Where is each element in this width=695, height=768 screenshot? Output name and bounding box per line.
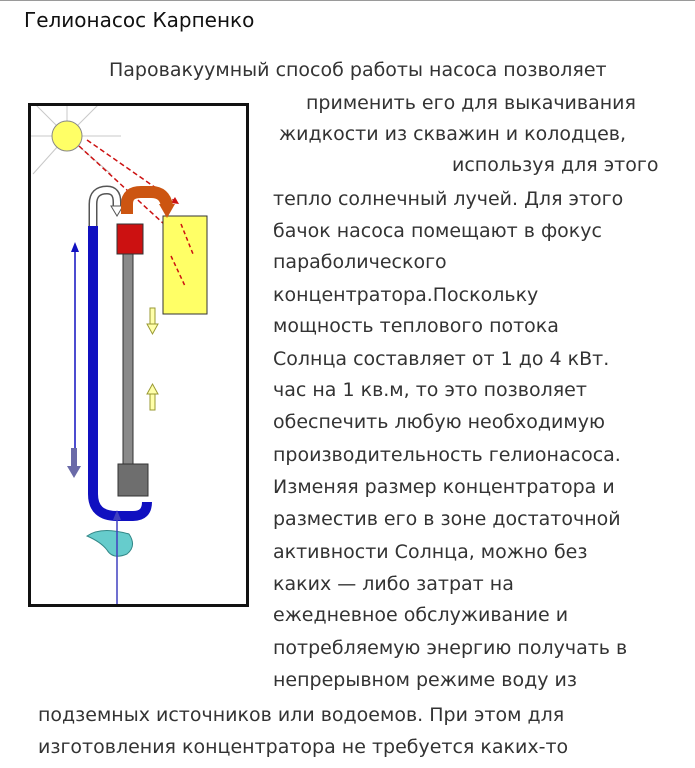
text-line: используя для этого — [452, 154, 659, 176]
top-divider — [0, 0, 695, 1]
text-line: Паровакуумный способ работы насоса позво… — [109, 59, 607, 81]
text-line: разместив его в зоне достаточной — [273, 508, 621, 530]
intake-swirl-icon — [85, 530, 133, 557]
lower-chamber — [117, 463, 149, 497]
beam-reflection — [180, 223, 194, 255]
heat-outlet-pipe — [121, 186, 173, 214]
text-line: концентратора.Поскольку — [273, 284, 539, 306]
heat-arrow-icon — [159, 204, 175, 218]
text-line: жидкости из скважин и колодцев, — [279, 123, 627, 145]
text-line: каких — либо затрат на — [273, 573, 514, 595]
text-line: подземных источников или водоемов. При э… — [38, 704, 565, 726]
beam-reflection — [170, 255, 186, 287]
text-line: активности Солнца, можно без — [273, 541, 588, 563]
text-line: производительность гелионасоса. — [273, 444, 621, 466]
flow-arrows — [67, 242, 159, 478]
up-arrow-icon — [146, 382, 159, 395]
vapor-outlet-fill — [90, 186, 120, 226]
pump-diagram-figure — [28, 103, 249, 607]
text-line: Солнца составляет от 1 до 4 кВт. — [273, 348, 610, 370]
text-line: тепло солнечный лучей. Для этого — [273, 188, 624, 210]
concentrator-panel — [162, 215, 208, 315]
text-line: ежедневное обслуживание и — [273, 604, 569, 626]
page-title: Гелионасос Карпенко — [24, 8, 255, 32]
text-line: параболического — [273, 251, 447, 273]
text-line: обеспечить любую необходимую — [273, 411, 605, 433]
pump-diagram — [31, 106, 208, 604]
up-arrow-icon — [71, 242, 79, 252]
text-line: непрерывном режиме воду из — [273, 669, 577, 691]
text-line: мощность теплового потока — [273, 315, 559, 337]
up-arrow-icon — [113, 510, 121, 520]
pump-tank — [116, 223, 144, 255]
down-arrow-icon — [67, 466, 81, 478]
text-line: применить его для выкачивания — [306, 92, 636, 114]
vapor-arrow-icon — [110, 205, 124, 217]
text-line: Изменяя размер концентратора и — [273, 476, 615, 498]
text-line: бачок насоса помещают в фокус — [273, 220, 602, 242]
sun-icon — [51, 120, 83, 152]
text-line: час на 1 кв.м, то это позволяет — [273, 379, 587, 401]
beam-arrowhead-icon — [171, 197, 179, 204]
lift-pipe — [122, 225, 134, 495]
text-line: изготовления концентратора не требуется … — [38, 736, 569, 758]
text-line: потребляемую энергию получать в — [273, 637, 628, 659]
down-arrow-icon — [146, 323, 159, 336]
